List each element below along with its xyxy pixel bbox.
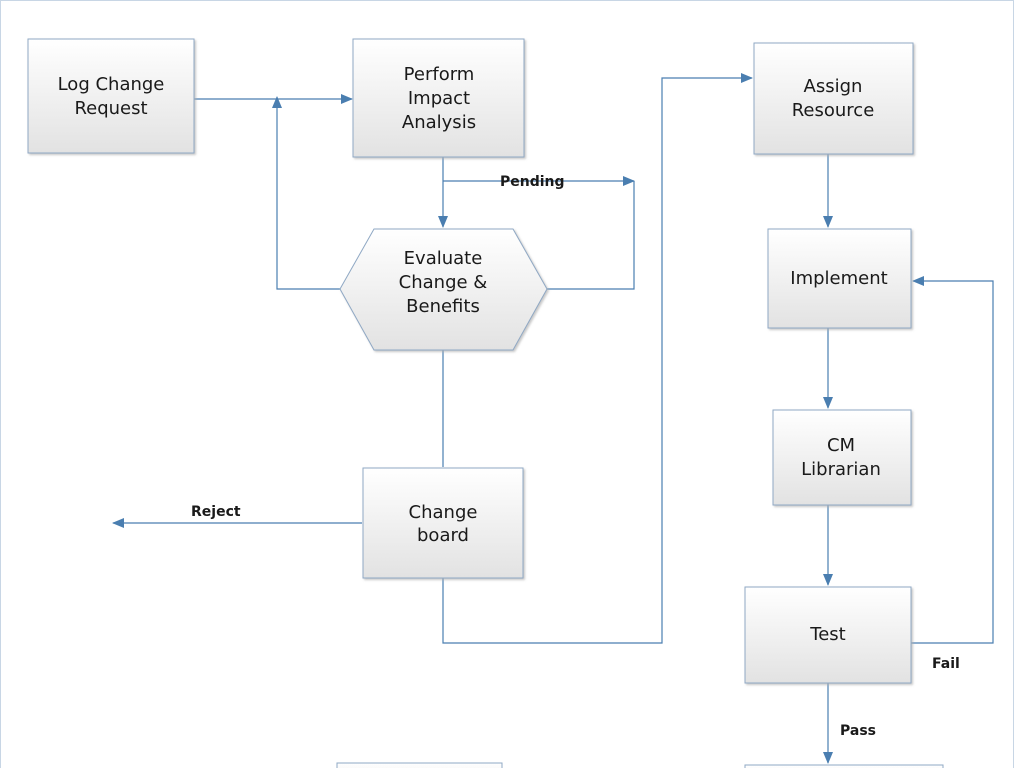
node-evaluate-change-benefits: Evaluate Change & Benefits [339, 228, 548, 351]
node-label-line: Impact [408, 88, 470, 109]
node-box [27, 38, 195, 154]
node-label-line: Perform [404, 64, 475, 85]
node-partial-bottom-left [336, 762, 503, 768]
edge-label-pending: Pending [500, 174, 565, 190]
edge-fail-loop [911, 276, 994, 644]
node-label-line: Change & [399, 272, 488, 293]
node-label-line: board [417, 525, 469, 546]
edge-label-pass: Pass [840, 723, 876, 739]
node-label-line: Change [409, 502, 478, 523]
node-label-line: Implement [790, 268, 887, 289]
edge-label-fail: Fail [932, 656, 960, 672]
edge-evaluate-pending-return [547, 181, 635, 290]
node-partial-bottom-right [744, 764, 944, 768]
node-test: Test [744, 586, 912, 684]
node-assign-resource: Assign Resource [753, 42, 914, 155]
node-box [744, 586, 912, 684]
node-implement: Implement [767, 228, 912, 329]
node-hexagon [339, 228, 548, 351]
node-log-change-request: Log Change Request [27, 38, 195, 154]
node-label-line: Analysis [402, 112, 476, 133]
node-label-line: Assign [804, 76, 863, 97]
node-box [767, 228, 912, 329]
edge-label-reject: Reject [191, 504, 241, 520]
node-label-line: Resource [792, 100, 875, 121]
node-box [352, 38, 525, 158]
node-label-line: Log Change [58, 74, 165, 95]
node-box [362, 467, 524, 579]
node-label-line: Librarian [801, 459, 881, 480]
connectors [112, 73, 994, 764]
node-change-board: Change board [362, 467, 524, 579]
node-label-line: Test [809, 624, 845, 645]
node-cm-librarian: CM Librarian [772, 409, 912, 506]
node-box [753, 42, 914, 155]
node-perform-impact-analysis: Perform Impact Analysis [352, 38, 525, 158]
node-box [772, 409, 912, 506]
node-label-line: Request [74, 98, 147, 119]
node-label-line: Benefits [406, 296, 480, 317]
node-label-line: Evaluate [404, 248, 483, 269]
edge-board-to-assign [442, 73, 753, 644]
node-label-line: CM [827, 435, 855, 456]
edge-evaluate-feedback [272, 96, 340, 290]
